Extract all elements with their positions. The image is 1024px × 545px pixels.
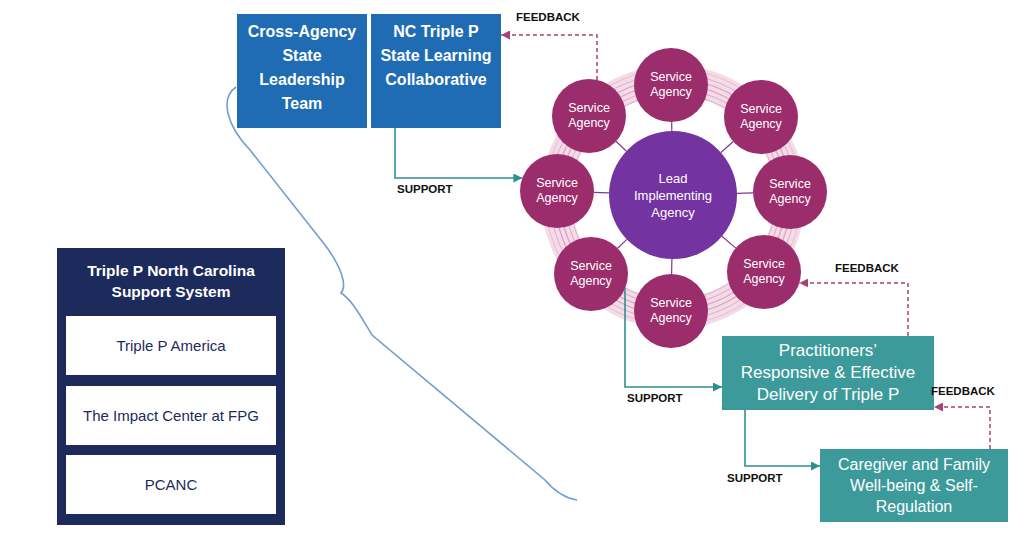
connector [395, 128, 522, 178]
support-partner-box: PCANC [66, 455, 276, 514]
service-agency-circle: Service Agency [634, 274, 708, 348]
leadership-box: Cross-Agency State Leadership Team [237, 14, 367, 128]
connector [594, 192, 609, 194]
lead-agency-circle: Lead Implementing Agency [609, 131, 737, 259]
practitioner-box: Practitioners’ Responsive & Effective De… [722, 336, 934, 410]
node-label: Triple P North Carolina Support System [65, 260, 277, 302]
circle-shape [753, 155, 827, 229]
edge-label: FEEDBACK [516, 11, 580, 24]
node-label: Service Agency [639, 48, 703, 122]
service-agency-circle: Service Agency [554, 237, 628, 311]
connector [737, 192, 753, 194]
node-label: Practitioners’ Responsive & Effective De… [737, 336, 919, 410]
collaborative-box: NC Triple P State Learning Collaborative [371, 14, 501, 128]
service-agency-circle: Service Agency [753, 155, 827, 229]
node-label: Caregiver and Family Well-being & Self-R… [826, 449, 1002, 522]
node-label: Cross-Agency State Leadership Team [245, 20, 359, 116]
edge-label: SUPPORT [397, 183, 453, 196]
connector [618, 239, 627, 248]
support-partner-box: Triple P America [66, 316, 276, 375]
circle-shape [609, 131, 737, 259]
service-agency-circle: Service Agency [727, 235, 801, 309]
node-label: The Impact Center at FPG [72, 386, 270, 445]
node-label: Service Agency [557, 79, 621, 153]
connector [722, 236, 736, 248]
edge-label: SUPPORT [627, 392, 683, 405]
circle-shape [634, 48, 708, 122]
edge-label: SUPPORT [727, 472, 783, 485]
service-agency-circle: Service Agency [724, 80, 798, 154]
connector [745, 410, 820, 466]
service-agency-circle: Service Agency [552, 79, 626, 153]
node-label: Service Agency [729, 80, 793, 154]
node-label: NC Triple P State Learning Collaborative [377, 20, 495, 92]
node-label: Service Agency [639, 274, 703, 348]
circle-shape [554, 237, 628, 311]
node-label: Triple P America [72, 316, 270, 375]
node-label: Lead Implementing Agency [625, 131, 721, 259]
node-label: Service Agency [525, 154, 589, 228]
node-label: Service Agency [758, 155, 822, 229]
connector [799, 283, 908, 336]
circle-shape [552, 79, 626, 153]
service-agency-circle: Service Agency [634, 48, 708, 122]
connector [721, 142, 733, 153]
connector [934, 407, 990, 449]
circle-shape [634, 274, 708, 348]
edge-label: FEEDBACK [835, 262, 899, 275]
connector [671, 122, 672, 131]
connector [501, 35, 597, 80]
node-label: Service Agency [732, 235, 796, 309]
connector [616, 141, 626, 151]
node-label: Service Agency [559, 237, 623, 311]
circle-shape [520, 154, 594, 228]
edge-label: FEEDBACK [931, 385, 995, 398]
node-label: PCANC [72, 455, 270, 514]
support-partner-box: The Impact Center at FPG [66, 386, 276, 445]
caregiver-box: Caregiver and Family Well-being & Self-R… [820, 449, 1008, 522]
support-system-panel: Triple P North Carolina Support SystemTr… [57, 248, 285, 525]
service-agency-circle: Service Agency [520, 154, 594, 228]
connector [671, 259, 673, 274]
circle-shape [727, 235, 801, 309]
circle-shape [724, 80, 798, 154]
